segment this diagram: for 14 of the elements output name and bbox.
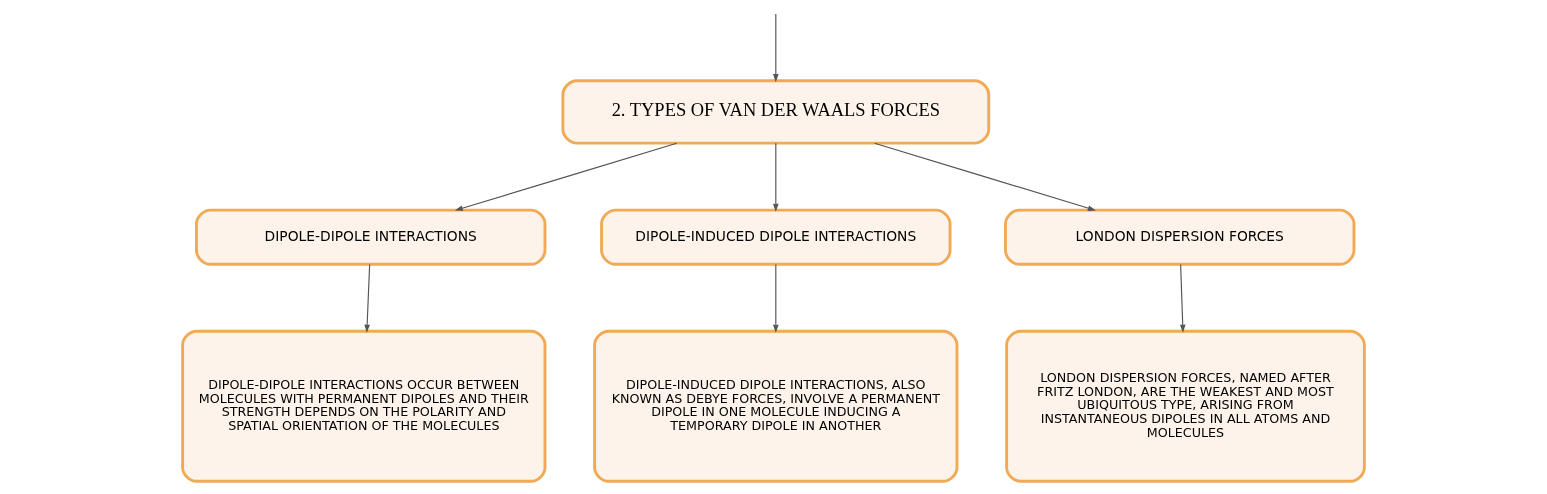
arrow xyxy=(874,142,1096,211)
node-box: LONDON DISPERSION FORCES, NAMED AFTER FRITZ LONDON, ARE THE WEAKEST AND MOST UBIQUITOUS TYPE, ARISING FROM INSTANTANEOUS DIPOLES IN ALL ATOMS AND MOLECULES xyxy=(1005,329,1366,483)
node-box: DIPOLE-INDUCED DIPOLE INTERACTIONS, ALSO KNOWN AS DEBYE FORCES, INVOLVE A PERMANENT DIPOLE IN ONE MOLECULE INDUCING A TEMPORARY DIPOLE IN ANOTHER xyxy=(593,329,959,483)
node-box: LONDON DISPERSION FORCES xyxy=(1004,208,1356,266)
arrow xyxy=(1179,263,1186,333)
node-box: DIPOLE-DIPOLE INTERACTIONS xyxy=(195,208,547,266)
arrow xyxy=(772,142,779,212)
arrow xyxy=(454,142,678,211)
arrow xyxy=(772,13,779,83)
arrow xyxy=(772,263,779,333)
node-box: DIPOLE-INDUCED DIPOLE INTERACTIONS xyxy=(600,208,952,266)
arrow xyxy=(364,263,371,333)
node-box: 2. TYPES OF VAN DER WAALS FORCES xyxy=(561,79,991,145)
node-box: DIPOLE-DIPOLE INTERACTIONS OCCUR BETWEEN MOLECULES WITH PERMANENT DIPOLES AND THEIR STRENGTH DEPENDS ON THE POLARITY AND SPATIAL ORIENTATION OF THE MOLECULES xyxy=(181,329,547,483)
